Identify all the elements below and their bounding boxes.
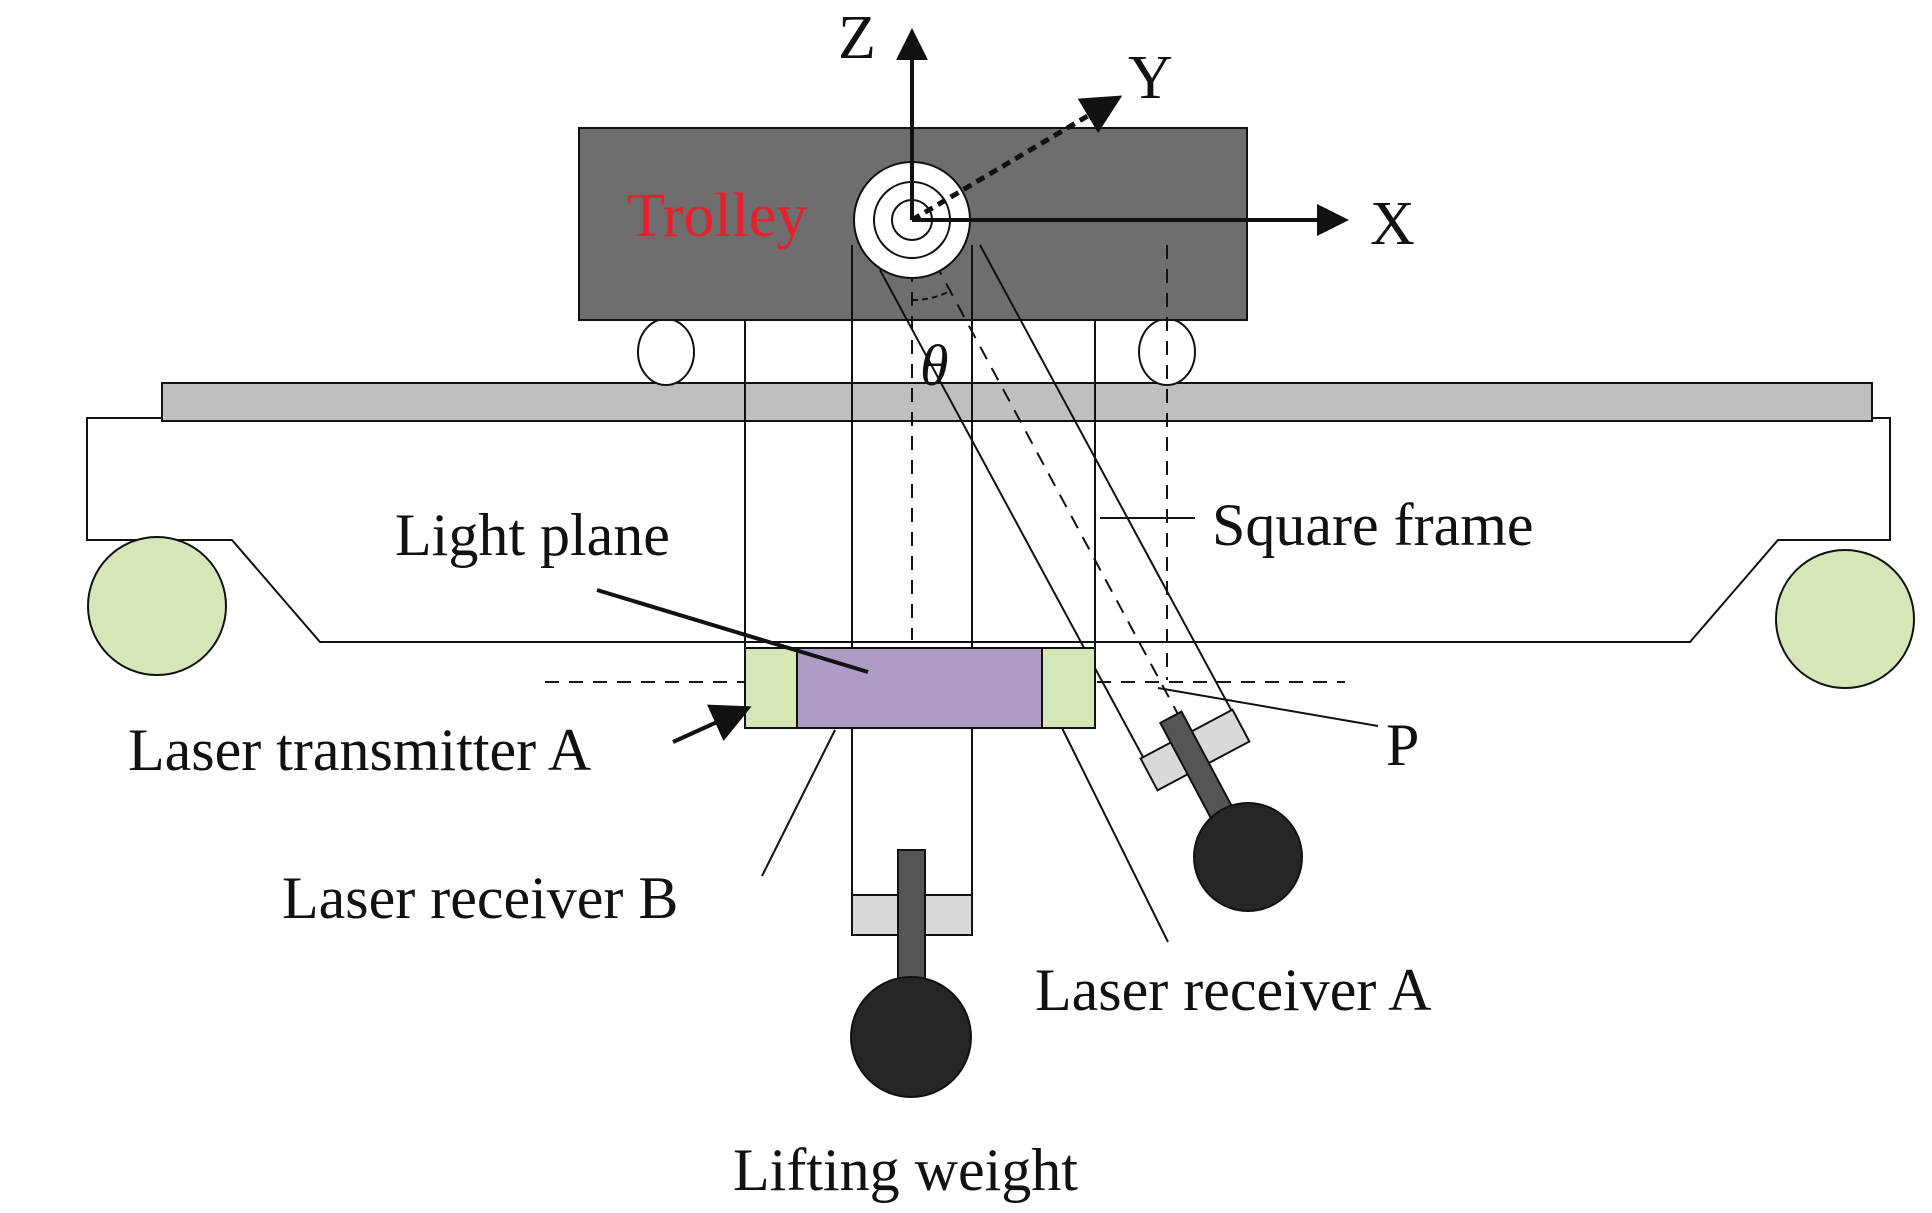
y-axis-label: Y xyxy=(1128,44,1173,112)
swung-channel-right xyxy=(979,244,1243,731)
trolley-label: Trolley xyxy=(627,182,807,250)
laser-receiver-a-label: Laser receiver A xyxy=(1035,957,1431,1023)
lifting-rod xyxy=(897,849,926,981)
leader-light-plane xyxy=(596,588,869,674)
theta-arc xyxy=(911,290,951,302)
bridge-wheel-left xyxy=(87,536,227,676)
theta-label: θ xyxy=(920,333,949,398)
laser-receiver-a-block xyxy=(1041,647,1096,729)
leader-transmitter-a xyxy=(672,704,752,744)
bridge-wheel-right xyxy=(1775,549,1915,689)
laser-receiver-b-label: Laser receiver B xyxy=(282,865,678,931)
laser-transmitter-a-label: Laser transmitter A xyxy=(128,717,591,783)
lifting-weight-label: Lifting weight xyxy=(733,1137,1078,1203)
bridge-girder xyxy=(86,417,1891,643)
y-axis-arrow xyxy=(910,95,1123,223)
point-p-label: P xyxy=(1386,712,1419,778)
leader-receiver-a xyxy=(1061,727,1169,943)
leader-p xyxy=(1157,687,1379,727)
swung-weight-ball xyxy=(1193,802,1303,912)
square-frame-label: Square frame xyxy=(1212,492,1534,558)
laser-transmitter-a-block xyxy=(744,647,798,729)
z-axis-label: Z xyxy=(838,4,876,72)
x-axis-label: X xyxy=(1370,190,1415,258)
trolley-wheel-left xyxy=(637,318,695,386)
swung-channel-left xyxy=(879,269,1151,771)
leader-receiver-b xyxy=(761,729,836,877)
lifting-weight-ball xyxy=(850,976,972,1098)
light-plane-label: Light plane xyxy=(395,502,670,568)
